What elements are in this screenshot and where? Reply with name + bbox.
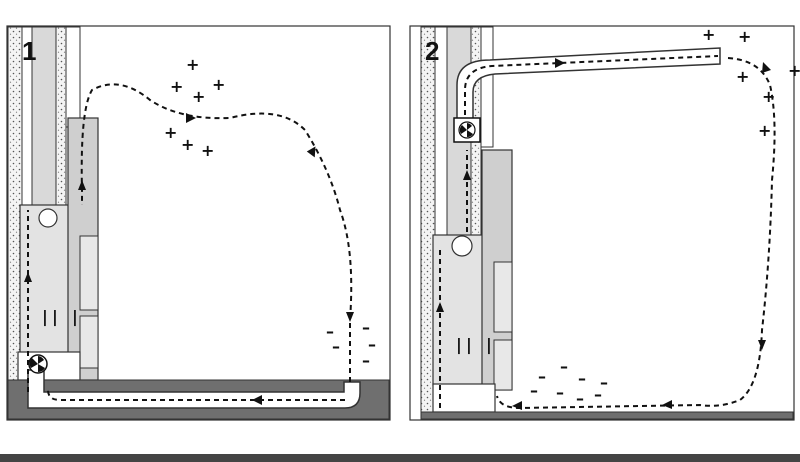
panel-2-arrow [436, 302, 444, 312]
plus-sign: + [788, 61, 800, 80]
minus-sign: – [362, 351, 370, 370]
stove-mark: | [456, 335, 462, 355]
plus-sign: + [758, 121, 771, 140]
plus-sign: + [192, 87, 205, 106]
plus-sign: + [186, 55, 199, 74]
panel-1-underfloor-duct [27, 369, 361, 409]
panel-1-arrow [186, 113, 196, 123]
panel-2: 2 + + + + + + – – – – – – – – | | | [409, 25, 800, 421]
panel-2-arrow [762, 62, 771, 73]
panel-1: 1 + + + + + + + – – – – – | | | [6, 25, 391, 421]
minus-sign: – [556, 383, 564, 402]
minus-sign: – [578, 369, 586, 388]
panel-1-return-path [47, 389, 345, 401]
plus-sign: + [170, 77, 183, 96]
panel-2-arrow [662, 400, 672, 409]
panel-1-cladding-panel-lower [79, 315, 99, 369]
plus-sign: + [702, 25, 715, 44]
plus-sign: + [738, 27, 751, 46]
minus-sign: – [530, 381, 538, 400]
minus-sign: – [560, 357, 568, 376]
minus-sign: – [368, 335, 376, 354]
stove-mark: | [52, 307, 58, 327]
fan-icon [28, 354, 48, 374]
panel-1-arrow [78, 180, 86, 190]
panel-2-ceiling-duct [456, 47, 721, 126]
minus-sign: – [600, 373, 608, 392]
panel-1-cladding-panel [79, 235, 99, 311]
plus-sign: + [736, 67, 749, 86]
panel-1-arrow [306, 146, 316, 158]
panel-2-arrow [512, 401, 522, 410]
panel-2-cladding-panel [493, 261, 513, 333]
panel-2-flue-opening [451, 235, 473, 257]
stove-mark: | [42, 307, 48, 327]
minus-sign: – [326, 322, 334, 341]
fan-icon [453, 117, 481, 143]
panel-2-number: 2 [425, 36, 439, 66]
minus-sign: – [576, 389, 584, 408]
panel-1-arrow [252, 395, 262, 405]
plus-sign: + [212, 75, 225, 94]
stove-mark: | [486, 335, 492, 355]
panel-2-arrow [555, 58, 565, 68]
plus-sign: + [201, 141, 214, 160]
panel-1-side-wall [65, 26, 81, 128]
plus-sign: + [181, 135, 194, 154]
minus-sign: – [332, 337, 340, 356]
panel-2-arrow [758, 340, 766, 350]
minus-sign: – [594, 385, 602, 404]
panel-1-chimney-insulation [55, 26, 67, 206]
panel-2-room-flow [496, 57, 776, 410]
panel-1-arrow [24, 272, 32, 282]
stove-mark: | [466, 335, 472, 355]
plus-sign: + [762, 87, 775, 106]
panel-2-duct-flow [464, 55, 719, 232]
minus-sign: – [538, 367, 546, 386]
panel-1-airflow-path [27, 83, 353, 392]
minus-sign: – [362, 318, 370, 337]
panel-2-side-wall [480, 26, 494, 148]
panel-2-cladding-panel-lower [493, 339, 513, 391]
stove-mark: | [72, 307, 78, 327]
panel-2-base [432, 383, 496, 413]
plus-sign: + [164, 123, 177, 142]
panel-2-floor [420, 411, 794, 420]
panel-1-number: 1 [22, 36, 36, 66]
panel-2-arrow [463, 170, 471, 180]
bottom-strip [0, 454, 800, 462]
panel-1-arrow [346, 312, 354, 322]
panel-1-flue-opening [38, 208, 58, 228]
